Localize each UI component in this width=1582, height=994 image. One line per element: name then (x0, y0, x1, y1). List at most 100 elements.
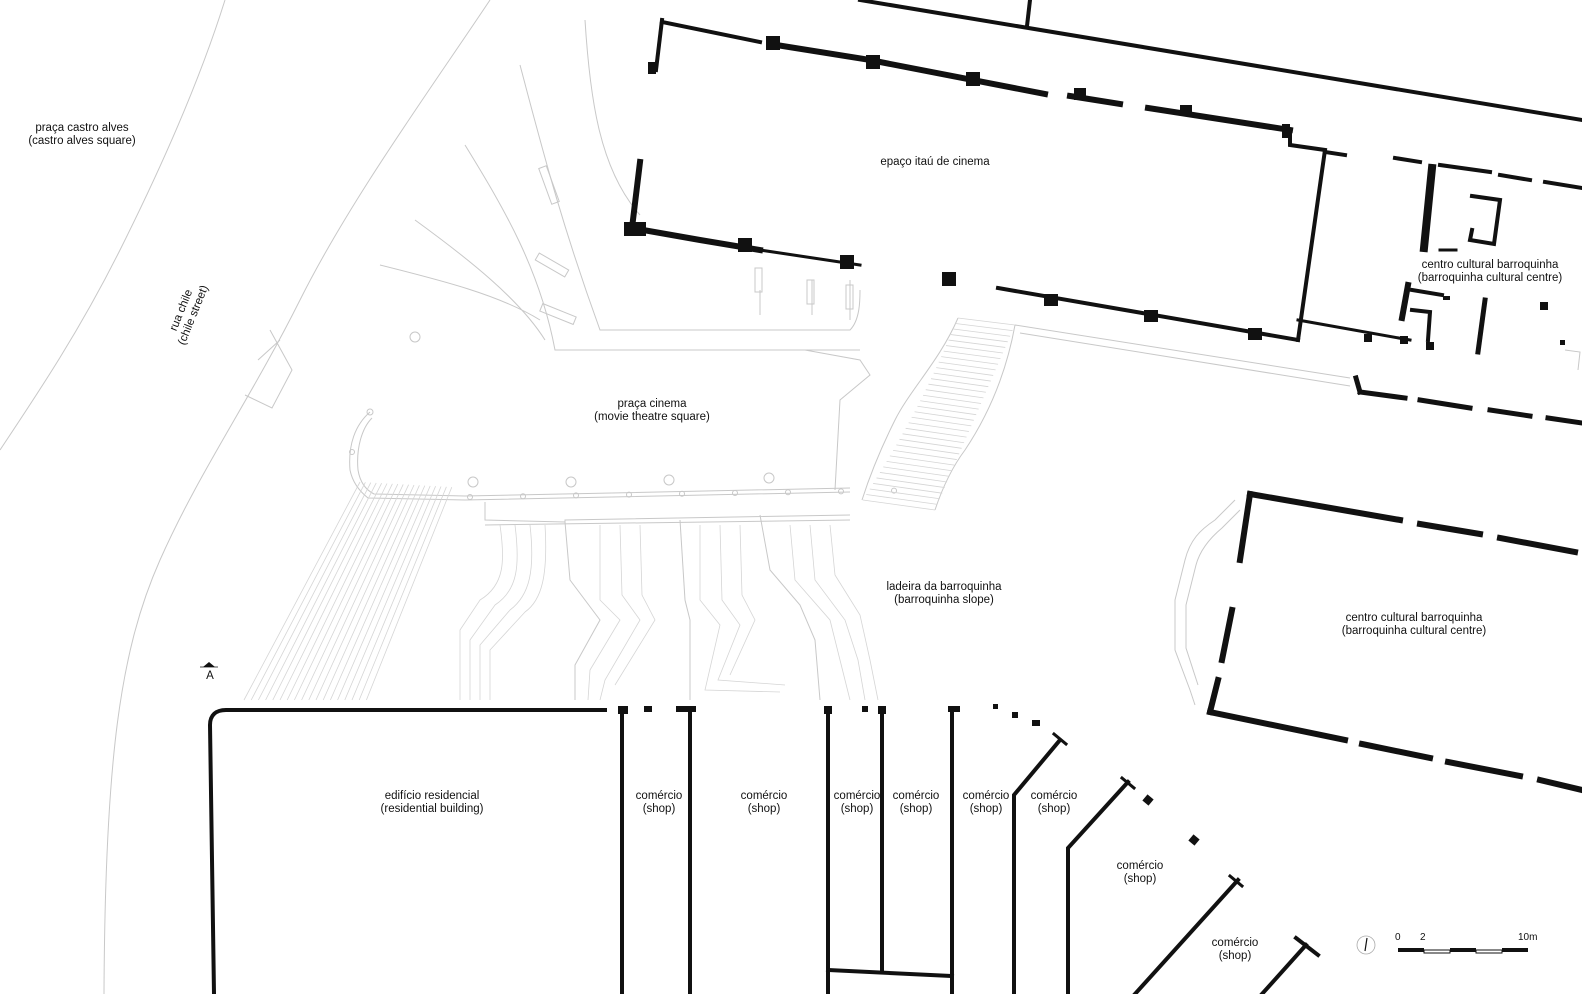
stair-line (308, 484, 409, 701)
stair-line (957, 317, 1016, 326)
stair-line (920, 400, 979, 410)
label-line: epaço itaú de cinema (880, 156, 990, 168)
label-shop: comércio (shop) (963, 790, 1010, 816)
stair-line (286, 483, 393, 701)
label-line: praça cinema (617, 398, 687, 410)
centro-cultural-top-walls (1296, 149, 1582, 426)
north-arrow-icon (1356, 935, 1376, 955)
stair-line (917, 405, 977, 416)
label-centro-cultural-right: centro cultural barroquinha (barroquinha… (1342, 612, 1486, 638)
label-line: (shop) (840, 803, 874, 815)
stair-line (344, 486, 436, 701)
label-line: (shop) (1123, 873, 1157, 885)
bollard (838, 488, 844, 495)
label-line: (residential building) (380, 803, 484, 815)
stair-line (337, 485, 431, 701)
stair-line (315, 484, 415, 701)
stair-line (294, 483, 399, 701)
label-line: comércio (1116, 860, 1164, 872)
stair-line (925, 389, 984, 399)
bollard (732, 490, 738, 496)
centro-cultural-right-walls (1206, 490, 1582, 794)
label-line: centro cultural barroquinha (1345, 612, 1483, 624)
bollard (467, 494, 473, 500)
label-line: (shop) (1218, 950, 1252, 962)
stair-line (908, 422, 969, 432)
stair-line (358, 486, 447, 701)
stair-line (866, 494, 938, 505)
top-building-line (857, 0, 1582, 123)
stair-line (893, 449, 957, 460)
centre-plinth (1174, 499, 1241, 706)
stair-line (950, 334, 1008, 343)
stair-line (366, 486, 453, 701)
scale-tick-10: 10m (1518, 932, 1538, 943)
street-channels (459, 502, 879, 701)
stair-line (938, 361, 996, 371)
label-line: edifício residencial (384, 790, 480, 802)
label-shop: comércio (shop) (1117, 860, 1164, 886)
stair-line (911, 416, 972, 427)
stair-line (265, 482, 377, 701)
stair-line (876, 477, 945, 488)
scale-bar (1398, 948, 1528, 954)
bollard (679, 490, 685, 497)
stair-line (301, 484, 404, 701)
stair-line (946, 345, 1003, 354)
bollard (891, 487, 897, 494)
label-line: centro cultural barroquinha (1421, 259, 1559, 271)
label-centro-cultural-top: centro cultural barroquinha (barroquinha… (1418, 259, 1562, 285)
label-line: praça castro alves (35, 122, 129, 134)
stair-line (258, 482, 372, 701)
lower-buildings-walls (207, 704, 1321, 994)
stairs-left-hatch (243, 481, 453, 701)
label-shop: comércio (shop) (741, 790, 788, 816)
section-marker-arrow (200, 662, 218, 668)
stair-line (930, 378, 989, 388)
label-shop: comércio (shop) (636, 790, 683, 816)
stair-line (250, 482, 366, 701)
stair-line (869, 488, 940, 500)
stairs-slope-hatch (861, 317, 1351, 511)
bollard (573, 492, 579, 499)
label-line: comércio (833, 790, 881, 802)
label-line: (movie theatre square) (594, 411, 710, 423)
rua-chile-edges (0, 0, 491, 994)
label-line: (barroquinha cultural centre) (1341, 625, 1487, 637)
label-line: comércio (740, 790, 788, 802)
label-line: (shop) (899, 803, 933, 815)
stair-line (322, 485, 420, 701)
bollard (785, 489, 791, 496)
scale-tick-0: 0 (1395, 932, 1401, 943)
label-shop: comércio (shop) (1031, 790, 1078, 816)
stair-line (279, 483, 388, 701)
stair-line (889, 455, 955, 466)
label-line: (shop) (747, 803, 781, 815)
stair-line (948, 339, 1006, 348)
label-line: (shop) (1037, 803, 1071, 815)
label-line: (castro alves square) (28, 135, 136, 147)
stair-line (928, 383, 986, 393)
stair-line (922, 394, 982, 404)
stair-line (899, 438, 962, 449)
label-line: comércio (962, 790, 1010, 802)
stair-line (955, 323, 1013, 332)
label-line: (barroquinha slope) (894, 594, 994, 606)
stair-line (914, 411, 974, 421)
label-praca-castro-alves: praça castro alves (castro alves square) (28, 122, 135, 148)
stair-line (873, 483, 943, 494)
label-line: comércio (635, 790, 683, 802)
label-praca-cinema: praça cinema (movie theatre square) (594, 398, 710, 424)
label-line: (shop) (969, 803, 1003, 815)
label-epaco-itau: epaço itaú de cinema (880, 156, 989, 169)
label-line: comércio (892, 790, 940, 802)
stair-line (883, 466, 950, 477)
label-line: (shop) (642, 803, 676, 815)
bollard (626, 491, 632, 498)
label-shop: comércio (shop) (893, 790, 940, 816)
stair-line (862, 499, 936, 511)
stair-line (896, 444, 960, 455)
stair-line (936, 367, 994, 376)
stair-line (243, 481, 361, 701)
label-line: comércio (1211, 937, 1259, 949)
